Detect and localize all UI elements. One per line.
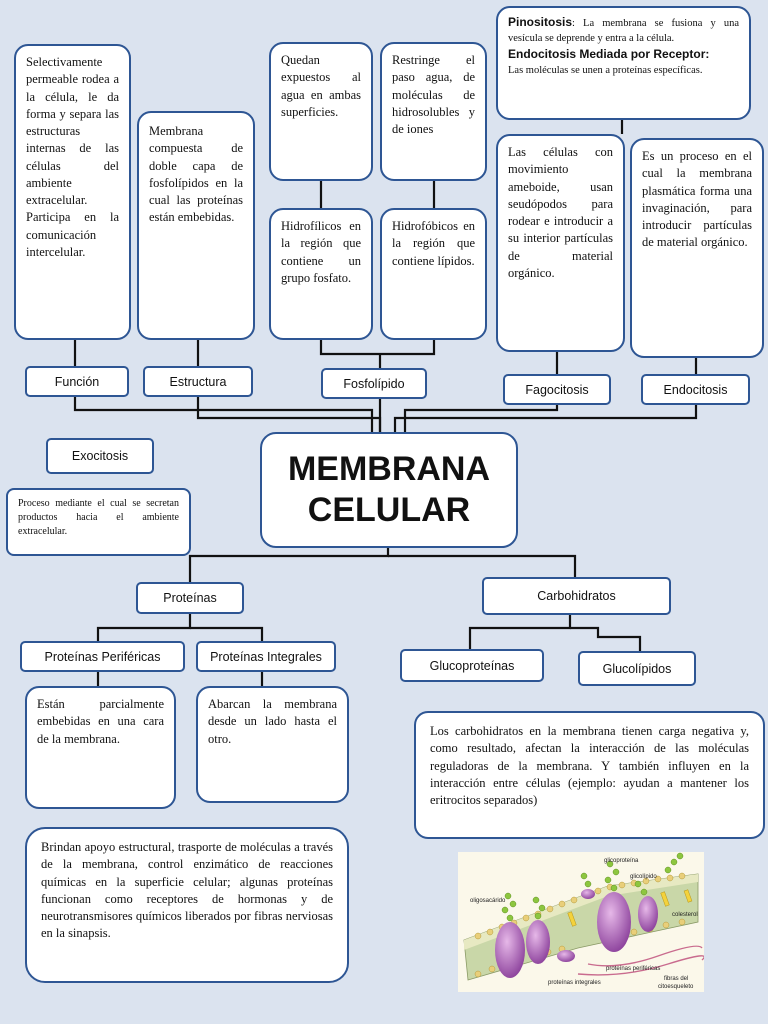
label-glicoproteina: glicoproteína [604,858,639,864]
fosfolipido-label: Fosfolípido [321,368,427,399]
pinositosis-term: Pinositosis [508,15,573,29]
expuestos-text-box: Quedan expuestos al agua en ambas superf… [269,42,373,181]
label-proteinas-integrales: proteínas integrales [548,980,601,986]
pinositosis-entry: Pinositosis: La membrana se fusiona y un… [508,14,739,46]
integrales-text: Abarcan la membrana desde un lado hasta … [208,697,337,746]
main-title-line2: CELULAR [307,491,471,529]
exocitosis-label: Exocitosis [46,438,154,474]
main-title-line1: MEMBRANA [287,450,491,489]
carbohidratos-text-box: Los carbohidratos en la membrana tienen … [414,711,765,839]
restringe-text-box: Restringe el paso agua, de moléculas de … [380,42,487,181]
restringe-text: Restringe el paso agua, de moléculas de … [392,53,475,136]
perifericas-text: Están parcialmente embebidas en una cara… [37,697,164,746]
fagocitosis-text: Las células con movimiento ameboide, usa… [508,145,613,280]
integrales-label: Proteínas Integrales [196,641,336,672]
endocitosis-text-box: Es un proceso en el cual la membrana pla… [630,138,764,358]
label-oligosacarido: oligosacárido [470,898,506,904]
proteinas-text-box: Brindan apoyo estructural, trasporte de … [25,827,349,983]
funcion-label: Función [25,366,129,397]
fagocitosis-label: Fagocitosis [503,374,611,405]
estructura-text: Membrana compuesta de doble capa de fosf… [149,124,243,225]
endocitosis-text: Es un proceso en el cual la membrana pla… [642,149,752,250]
proteinas-text: Brindan apoyo estructural, trasporte de … [41,840,333,941]
funcion-text: Selectivamente permeable rodea a la célu… [26,55,119,259]
hidrofilicos-text-box: Hidrofílicos en la región que contiene u… [269,208,373,340]
pinositosis-text: : La membrana se fusiona y una vesícula … [508,18,739,44]
pinositosis-text-box: Pinositosis: La membrana se fusiona y un… [496,6,751,120]
fagocitosis-text-box: Las células con movimiento ameboide, usa… [496,134,625,352]
label-fibras-line2: citoesqueleto [658,984,694,990]
hidrofobicos-text: Hidrofóbicos en la región que contiene l… [392,219,475,268]
membrane-illustration: glicoproteína glicolípido oligosacárido … [458,852,704,992]
glucolipidos-label: Glucolípidos [578,651,696,686]
estructura-text-box: Membrana compuesta de doble capa de fosf… [137,111,255,340]
estructura-label: Estructura [143,366,253,397]
carbohidratos-text: Los carbohidratos en la membrana tienen … [430,724,749,807]
exocitosis-text-box: Proceso mediante el cual se secretan pro… [6,488,191,556]
main-title: MEMBRANA CELULAR [260,432,518,548]
endocitosis-label: Endocitosis [641,374,750,405]
glucoproteinas-label: Glucoproteínas [400,649,544,682]
label-colesterol: colesterol [672,912,698,918]
hidrofilicos-text: Hidrofílicos en la región que contiene u… [281,219,361,285]
expuestos-text: Quedan expuestos al agua en ambas superf… [281,53,361,119]
proteinas-label: Proteínas [136,582,244,614]
perifericas-label: Proteínas Periféricas [20,641,185,672]
hidrofobicos-text-box: Hidrofóbicos en la región que contiene l… [380,208,487,340]
label-proteinas-perifericas: proteínas periféricas [606,966,660,972]
funcion-text-box: Selectivamente permeable rodea a la célu… [14,44,131,340]
exocitosis-text: Proceso mediante el cual se secretan pro… [18,498,179,537]
carbohidratos-label: Carbohidratos [482,577,671,615]
endocitosis-receptor-entry: Endocitosis Mediada por Receptor: Las mo… [508,46,739,78]
endocitosis-receptor-term: Endocitosis Mediada por Receptor: [508,47,710,62]
label-glicolipido: glicolípido [630,874,657,880]
integrales-text-box: Abarcan la membrana desde un lado hasta … [196,686,349,803]
perifericas-text-box: Están parcialmente embebidas en una cara… [25,686,176,809]
label-fibras-line1: fibras del [664,976,688,982]
endocitosis-receptor-text: Las moléculas se unen a proteínas especí… [508,65,703,77]
